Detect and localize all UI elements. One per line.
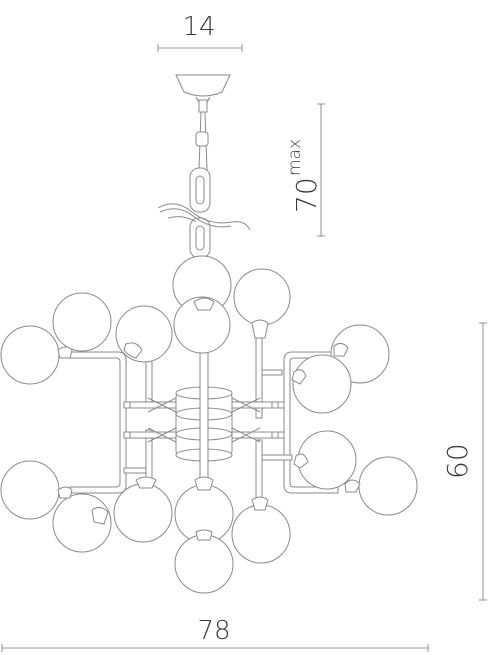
canopy-width-label: 14 — [182, 12, 215, 42]
arms — [69, 317, 339, 519]
globe-lower-right — [231, 504, 291, 564]
globe-far-left-lower — [0, 460, 60, 520]
globe-upper-left — [52, 292, 112, 352]
globe-center-upper — [173, 296, 231, 354]
globe-caps — [57, 297, 361, 541]
chain-length-dimension: 70 max — [285, 103, 325, 237]
chain-length-label: 70 — [290, 177, 323, 213]
globe-bottom — [174, 534, 234, 594]
power-cable — [157, 203, 251, 231]
ceiling-canopy — [175, 74, 231, 113]
height-dimension: 60 — [441, 322, 487, 601]
globe-upper-left-inner — [115, 305, 173, 363]
canopy-width-dimension: 14 — [157, 12, 243, 52]
chain-length-suffix: max — [285, 139, 305, 176]
height-label: 60 — [441, 443, 474, 479]
globe-right-middle — [292, 354, 352, 414]
globe-far-left — [0, 325, 60, 385]
globe-far-right — [358, 456, 418, 516]
suspension-chain — [189, 111, 211, 259]
width-label: 78 — [197, 616, 230, 646]
globe-top-right — [233, 268, 291, 326]
globe-lower-left-inner — [113, 483, 173, 543]
width-dimension: 78 — [1, 616, 429, 652]
